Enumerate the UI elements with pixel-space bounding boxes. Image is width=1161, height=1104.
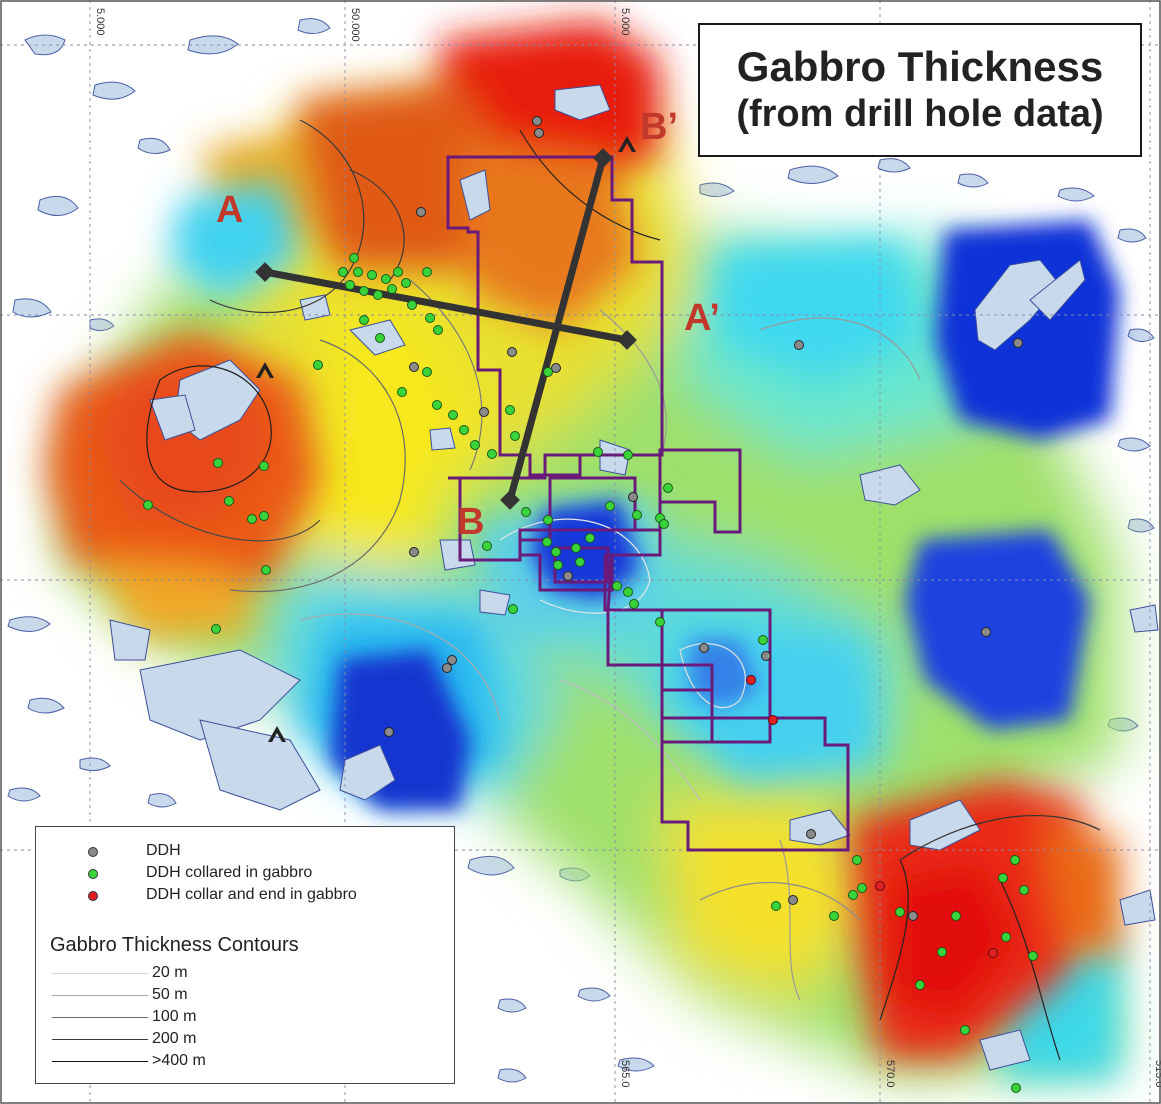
- section-label-a-prime: A’: [684, 297, 720, 339]
- contour-label: 20 m: [152, 964, 188, 981]
- legend-label: DDH collar and end in gabbro: [146, 886, 357, 903]
- section-label-b-prime: B’: [640, 106, 678, 148]
- grid-labels: 5.000 50.000 5.000 565.0 570.0 515.0: [94, 8, 1161, 1088]
- legend-dot-icon: [88, 869, 98, 879]
- section-label-b: B: [457, 501, 485, 543]
- map-title-box: Gabbro Thickness (from drill hole data): [698, 23, 1142, 157]
- grid-label-6: 515.0: [1153, 1060, 1161, 1088]
- legend-dot-icon: [88, 847, 98, 857]
- section-line-a: [261, 268, 631, 344]
- claim-inner: [518, 528, 662, 592]
- contour-line-icon: [52, 1017, 148, 1018]
- claim-central: [448, 453, 662, 562]
- camp-marker-icon: [256, 362, 274, 378]
- contour-line-icon: [52, 1061, 148, 1062]
- section-endpoints: [255, 148, 637, 510]
- contour-line-icon: [52, 995, 148, 996]
- grid-label-2: 50.000: [349, 8, 361, 42]
- grid-label-3: 5.000: [619, 8, 631, 36]
- claim-east-central: [658, 448, 742, 534]
- claim-north: [446, 155, 664, 477]
- legend-label: DDH collared in gabbro: [146, 864, 313, 881]
- camp-markers: [256, 136, 636, 742]
- cross-section-lines: [261, 154, 631, 504]
- legend-contours-heading: Gabbro Thickness Contours: [50, 934, 299, 956]
- grid-label-4: 565.0: [619, 1060, 631, 1088]
- camp-marker-icon: [618, 136, 636, 152]
- contour-label: 50 m: [152, 986, 188, 1003]
- map-subtitle: (from drill hole data): [736, 93, 1104, 135]
- map-title: Gabbro Thickness: [736, 43, 1104, 90]
- contour-label: >400 m: [152, 1052, 206, 1069]
- grid-label-5: 570.0: [884, 1060, 896, 1088]
- map-legend: DDH DDH collared in gabbro DDH collar an…: [35, 826, 455, 1084]
- contour-line-icon: [52, 1039, 148, 1040]
- section-label-a: A: [216, 189, 244, 231]
- contour-line-icon: [52, 973, 148, 974]
- claim-inner-2: [553, 546, 610, 584]
- contour-label: 200 m: [152, 1030, 197, 1047]
- legend-label: DDH: [146, 842, 181, 859]
- legend-dot-icon: [88, 891, 98, 901]
- camp-marker-icon: [268, 726, 286, 742]
- contour-label: 100 m: [152, 1008, 197, 1025]
- drill-holes-collar-and-end-in-gabbro: [746, 675, 998, 958]
- section-line-b: [506, 154, 607, 504]
- claim-south-d: [660, 688, 714, 744]
- thickness-contours: [119, 119, 1101, 1061]
- lakes: [109, 84, 1159, 1071]
- grid-label-1: 5.000: [94, 8, 106, 36]
- claim-boundaries: [446, 155, 850, 852]
- drill-holes-collared-in-gabbro: [143, 253, 1038, 1093]
- drill-holes-ddh: [384, 116, 1023, 921]
